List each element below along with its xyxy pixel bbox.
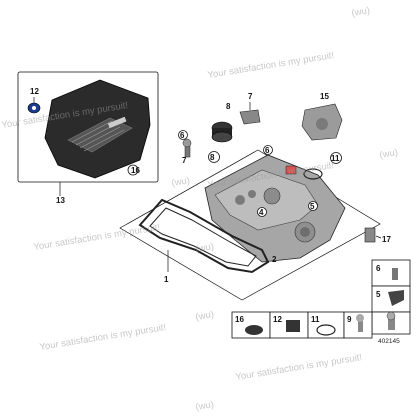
cap-7 bbox=[239, 109, 261, 125]
watermark-4: Your satisfaction is my pursuit! bbox=[33, 222, 161, 253]
legend-label-5: 5 bbox=[376, 290, 381, 299]
callout-4: 4 bbox=[259, 208, 264, 217]
watermark-1: Your satisfaction is my pursuit! bbox=[207, 50, 335, 81]
legend-right-column: 6 5 bbox=[371, 259, 411, 335]
legend-label-12: 12 bbox=[273, 315, 282, 324]
callout-11: 8 bbox=[210, 153, 215, 162]
legend-label-16: 16 bbox=[235, 315, 244, 324]
seal-12 bbox=[303, 168, 323, 180]
callout-1: 1 bbox=[164, 275, 169, 284]
watermark-tag-5: (wu) bbox=[195, 309, 215, 323]
callout-13: 12 bbox=[30, 87, 39, 96]
watermark-tag-3: (wu) bbox=[379, 147, 399, 161]
callout-labels: 12 13 16 8 7 15 6 7 8 6 11 4 5 2 1 17 bbox=[30, 87, 391, 284]
part-17 bbox=[364, 227, 376, 243]
callout-5: 5 bbox=[310, 202, 315, 211]
callout-16-cover: 16 bbox=[131, 166, 140, 175]
watermark-tag-6: (wu) bbox=[195, 399, 215, 413]
legend-label-9: 9 bbox=[347, 315, 352, 324]
callout-9: 6 bbox=[180, 131, 185, 140]
callout-12: 11 bbox=[331, 154, 340, 163]
engine-cover-group bbox=[17, 71, 159, 196]
callout-17: 17 bbox=[382, 235, 391, 244]
gasket bbox=[138, 198, 270, 274]
document-number: 402145 bbox=[378, 338, 400, 345]
callout-15: 15 bbox=[320, 92, 329, 101]
watermark-tag-4: (wu) bbox=[195, 241, 215, 255]
valve-15 bbox=[301, 103, 343, 141]
legend-label-11: 11 bbox=[311, 315, 320, 324]
callout-6: 6 bbox=[265, 146, 270, 155]
callout-7: 7 bbox=[248, 92, 253, 101]
screw-9-10 bbox=[182, 138, 192, 158]
callout-2: 2 bbox=[272, 255, 277, 264]
legend-bottom-row: 16 12 11 9 bbox=[231, 311, 373, 339]
callout-14: 13 bbox=[56, 196, 65, 205]
watermark-5: Your satisfaction is my pursuit! bbox=[39, 322, 167, 353]
watermark-tag-2: (wu) bbox=[171, 175, 191, 189]
callout-10: 7 bbox=[182, 156, 187, 165]
watermark-tag-1: (wu) bbox=[351, 5, 371, 19]
callout-8: 8 bbox=[226, 102, 231, 111]
cap-8 bbox=[211, 121, 233, 143]
valve-cover-group bbox=[119, 149, 381, 301]
watermark-6: Your satisfaction is my pursuit! bbox=[235, 352, 363, 383]
legend-label-6: 6 bbox=[376, 264, 381, 273]
